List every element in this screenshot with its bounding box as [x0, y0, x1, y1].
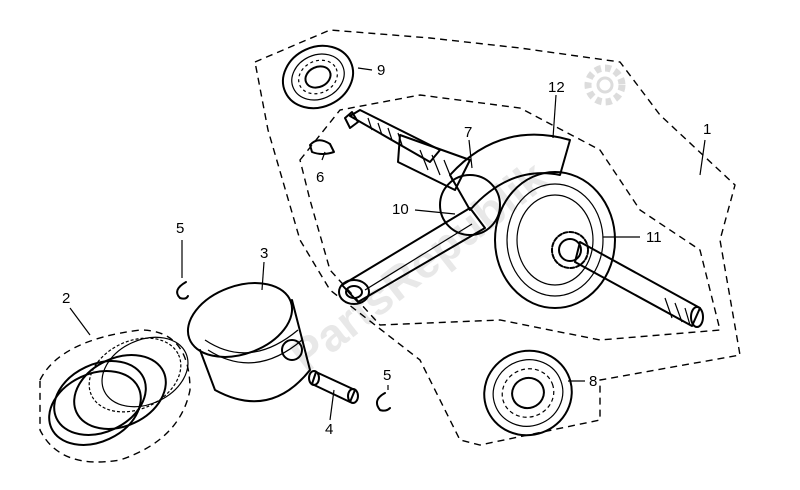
circlip-5-upper: [176, 281, 189, 300]
leader-lines: [69, 67, 706, 421]
callout-12: 12: [548, 79, 565, 96]
callout-7: 7: [464, 124, 472, 141]
bearing-8: [483, 349, 573, 437]
piston-3: [186, 282, 311, 403]
callout-1: 1: [703, 121, 711, 138]
callout-9: 9: [377, 62, 385, 79]
callout-5-lower: 5: [383, 367, 391, 384]
callout-11: 11: [646, 229, 662, 246]
piston-rings-2: [48, 336, 189, 446]
callout-3: 3: [260, 245, 268, 262]
callout-2: 2: [62, 290, 70, 307]
connecting-rod-10: [338, 207, 486, 305]
callout-10: 10: [392, 201, 409, 218]
bearing-9: [281, 44, 355, 110]
callout-5-upper: 5: [176, 220, 184, 237]
crankshaft-group-boundary: [299, 94, 721, 341]
crankshaft-right-shaft: [574, 241, 704, 328]
rings-dashed-boundary: [39, 329, 191, 463]
circlip-5-lower: [375, 392, 391, 412]
callout-8: 8: [589, 373, 597, 390]
assembly-boundary: [254, 29, 741, 446]
crankshaft-flywheel-right: [494, 171, 616, 309]
watermark-gear-icon: [584, 64, 626, 106]
callout-6: 6: [316, 169, 324, 186]
key-6: [309, 139, 335, 155]
callout-4: 4: [325, 421, 333, 438]
piston-pin-4: [308, 370, 359, 404]
crankshaft-flywheel-left: [439, 133, 571, 236]
crankshaft-left-shaft: [344, 109, 471, 191]
gear-11: [551, 231, 589, 269]
